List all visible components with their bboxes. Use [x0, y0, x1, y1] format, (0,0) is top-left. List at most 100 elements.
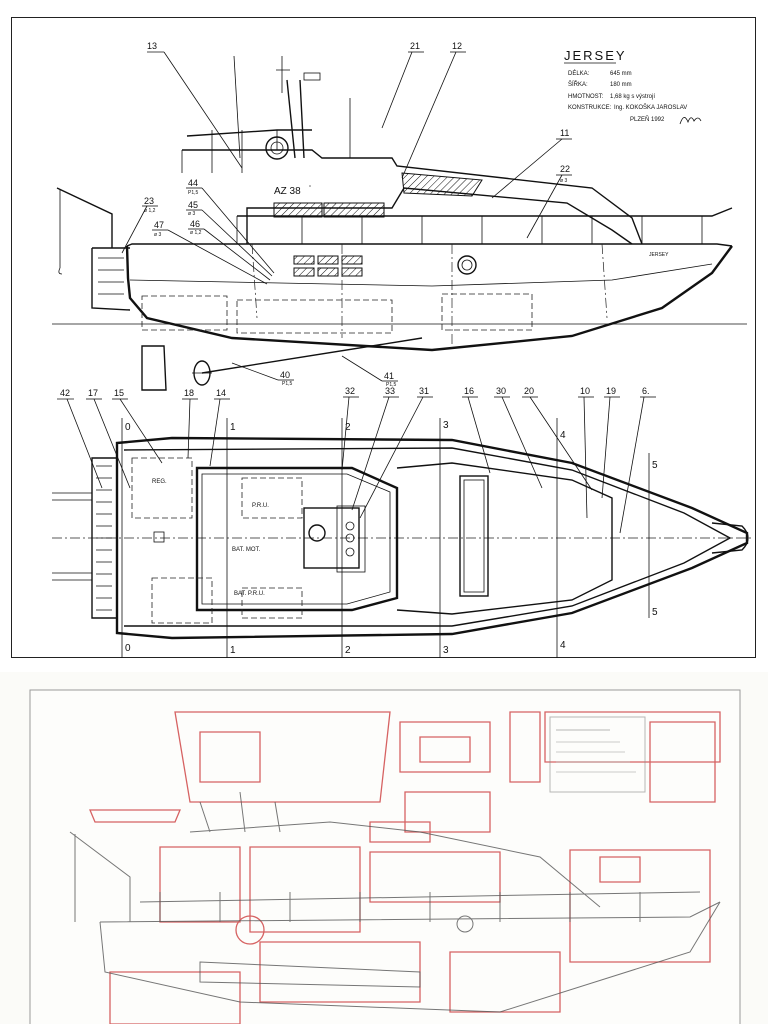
svg-text:32: 32: [345, 386, 355, 396]
title-value-designer: Ing. KOKOŠKA JAROSLAV: [614, 104, 687, 111]
svg-text:11: 11: [560, 128, 569, 138]
svg-text:ø 3: ø 3: [560, 178, 567, 184]
svg-text:46: 46: [190, 219, 200, 229]
callout-47: 47ø 3: [152, 220, 268, 285]
callout-46: 46ø 1,2: [188, 219, 271, 281]
callout-11: 11: [491, 128, 572, 199]
faded-title-block: [549, 716, 646, 793]
svg-text:17: 17: [88, 388, 98, 398]
svg-text:P1,5: P1,5: [282, 381, 293, 387]
svg-text:47: 47: [154, 220, 164, 230]
svg-text:22: 22: [560, 164, 570, 174]
title-value-weight: 1,68 kg s výstrojí: [610, 94, 655, 100]
svg-text:ø 1,2: ø 1,2: [144, 208, 156, 214]
callout-12: 12: [401, 41, 466, 179]
callout-6: 6.: [619, 386, 656, 534]
svg-text:20: 20: [524, 386, 534, 396]
station-numbers: 0 0 1 1 2 2 3 3 4 4 5 5: [125, 420, 658, 656]
blueprint-drawing: JERSEY DÉLKA: 645 mm ŠÍŘKA: 180 mm HMOTN…: [52, 41, 752, 658]
callout-17: 17: [86, 388, 131, 489]
svg-text:ø 3: ø 3: [188, 211, 195, 217]
svg-text:ø 1,2: ø 1,2: [190, 230, 202, 236]
svg-text:21: 21: [410, 41, 420, 51]
title-place-year: PLZEŇ 1992: [630, 116, 665, 123]
svg-text:31: 31: [419, 386, 429, 396]
svg-text:P1,5: P1,5: [386, 382, 397, 388]
title-label-weight: HMOTNOST:: [568, 94, 604, 100]
drawing-sheet: JERSEY DÉLKA: 645 mm ŠÍŘKA: 180 mm HMOTN…: [11, 17, 756, 658]
svg-text:3: 3: [443, 420, 449, 431]
svg-text:0: 0: [125, 643, 131, 654]
svg-text:1: 1: [230, 422, 236, 433]
helm-wheel-icon: [308, 524, 326, 542]
callout-16: 16: [462, 386, 491, 474]
boat-name: JERSEY: [564, 48, 627, 63]
svg-text:3: 3: [443, 645, 449, 656]
svg-text:0: 0: [125, 422, 131, 433]
svg-text:33: 33: [385, 386, 395, 396]
label-bat-pru: BAT. P.R.U.: [234, 591, 265, 597]
designer-signature: [679, 117, 702, 125]
title-value-length: 645 mm: [610, 71, 632, 77]
svg-text:19: 19: [606, 386, 616, 396]
svg-text:45: 45: [188, 200, 198, 210]
svg-text:30: 30: [496, 386, 506, 396]
svg-text:10: 10: [580, 386, 590, 396]
svg-text:14: 14: [216, 388, 226, 398]
title-block: JERSEY DÉLKA: 645 mm ŠÍŘKA: 180 mm HMOTN…: [564, 48, 702, 125]
svg-text:5: 5: [652, 460, 658, 471]
station-lines: [121, 418, 650, 658]
label-bat-mot: BAT. MOT.: [232, 547, 261, 553]
plan-callouts: 42 17 15 18 14 32 33 31 16 30 20 10 19 6…: [57, 386, 656, 534]
label-reg: REG.: [152, 479, 167, 485]
registration-label: AZ 38: [274, 186, 301, 197]
side-view: JERSEY AZ 38 °: [52, 55, 747, 391]
callout-14: 14: [209, 388, 230, 467]
plan-view: REG. P.R.U. BAT. MOT. BAT. P.R.U.: [52, 418, 752, 658]
callout-31: 31: [359, 386, 433, 519]
callout-20: 20: [522, 386, 593, 491]
svg-text:ø 3: ø 3: [154, 232, 161, 238]
svg-text:42: 42: [60, 388, 70, 398]
title-label-width: ŠÍŘKA:: [568, 80, 588, 88]
callout-19: 19: [601, 386, 620, 499]
svg-text:6.: 6.: [642, 386, 650, 396]
title-label-length: DÉLKA:: [568, 70, 590, 77]
callout-23: 23 ø 1,2: [121, 196, 158, 254]
svg-text:4: 4: [560, 430, 566, 441]
svg-text:4: 4: [560, 640, 566, 651]
callout-21: 21: [381, 41, 424, 129]
svg-text:44: 44: [188, 178, 198, 188]
callout-42: 42: [57, 388, 103, 489]
callout-15: 15: [112, 388, 163, 464]
svg-text:41: 41: [384, 371, 394, 381]
callout-22: 22 ø 3: [526, 164, 572, 239]
callout-45: 45ø 3: [186, 200, 273, 277]
callout-33: 33: [351, 386, 399, 511]
svg-text:2: 2: [345, 645, 351, 656]
svg-text:40: 40: [280, 370, 290, 380]
callout-18: 18: [182, 388, 198, 459]
svg-text:16: 16: [464, 386, 474, 396]
svg-text:1: 1: [230, 645, 236, 656]
svg-text:23: 23: [144, 196, 154, 206]
title-label-designer: KONSTRUKCE:: [568, 105, 612, 111]
callout-32: 32: [341, 386, 359, 471]
callout-13: 13: [147, 41, 243, 169]
svg-text:°: °: [309, 185, 311, 191]
svg-text:18: 18: [184, 388, 194, 398]
svg-text:2: 2: [345, 422, 351, 433]
title-value-width: 180 mm: [610, 82, 632, 88]
hull-name-label: JERSEY: [649, 252, 669, 258]
label-pru: P.R.U.: [252, 503, 269, 509]
svg-text:15: 15: [114, 388, 124, 398]
parts-overlay-drawing: [29, 689, 741, 1024]
svg-text:13: 13: [147, 41, 157, 51]
svg-text:P1,5: P1,5: [188, 190, 199, 196]
callout-10: 10: [578, 386, 594, 519]
svg-text:12: 12: [452, 41, 462, 51]
